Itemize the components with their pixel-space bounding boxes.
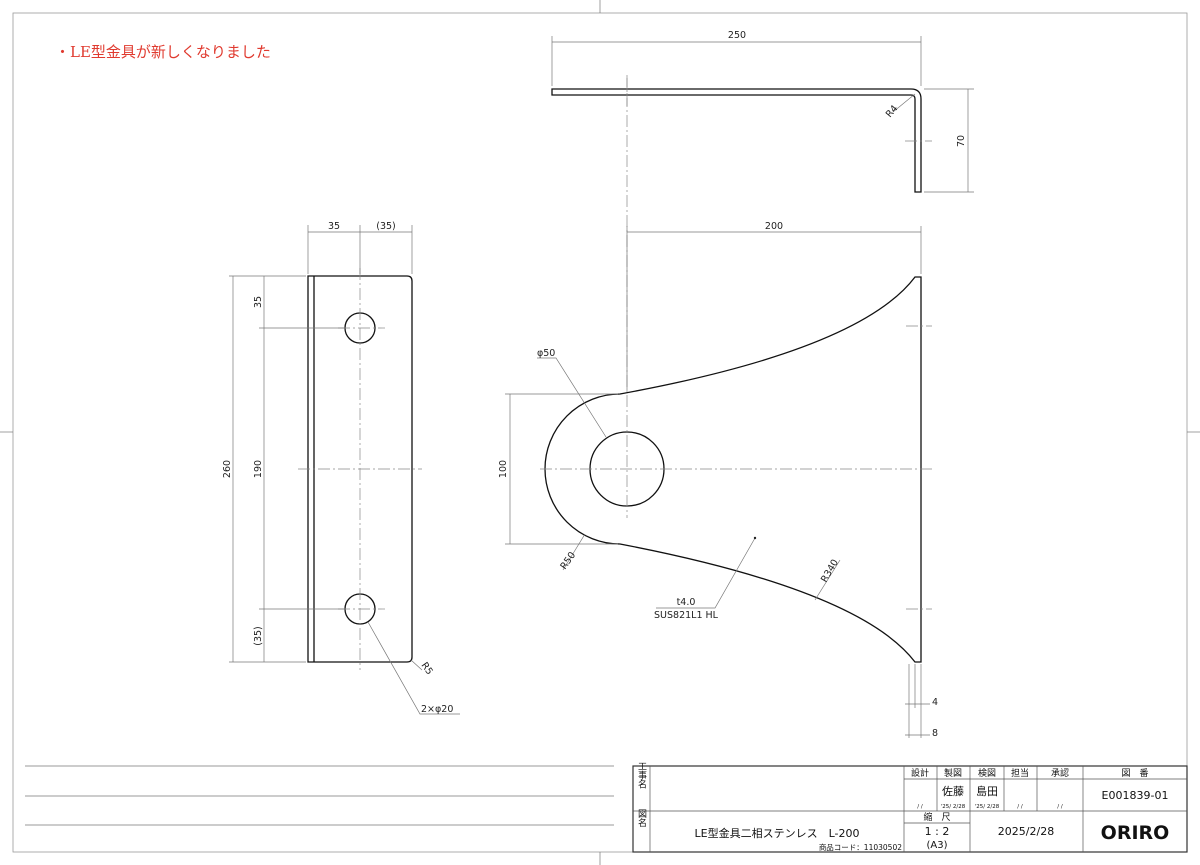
drawing-title: LE型金具二相ステンレス L-200 [695, 826, 860, 840]
dim-190: 190 [253, 460, 264, 478]
drawing-border [12, 12, 1188, 853]
role-check: 検図 [978, 767, 996, 779]
drafter-name: 佐藤 [942, 784, 964, 798]
thickness-label: t4.0 [677, 597, 696, 608]
revision-lines [25, 765, 614, 826]
dim-r50: R50 [558, 550, 578, 572]
dim-35-paren: (35) [376, 221, 396, 232]
role-drafting: 製図 [944, 767, 962, 779]
project-label: 工事名 [636, 762, 647, 790]
date-charge: / / [1017, 804, 1023, 810]
dim-r340: R340 [819, 558, 841, 585]
role-approval: 承認 [1051, 767, 1069, 779]
dim-100: 100 [498, 460, 509, 478]
drawing-number: E001839-01 [1102, 789, 1169, 802]
date-check: '25/ 2/28 [975, 804, 1000, 810]
company-logo: ORIRO [1101, 822, 1170, 844]
product-code: 商品コード：11030502 [819, 842, 902, 852]
dim-200: 200 [765, 221, 783, 232]
dim-4: 4 [932, 697, 938, 708]
top-view: 250 70 R4 [551, 30, 974, 193]
drawing-label: 図名 [636, 809, 647, 828]
role-charge: 担当 [1011, 767, 1029, 779]
checker-name: 島田 [976, 784, 998, 798]
scale-label: 縮 尺 [923, 811, 950, 823]
drawing-number-label: 図 番 [1121, 767, 1148, 779]
dim-r5: R5 [419, 660, 435, 677]
dim-70: 70 [956, 135, 967, 147]
role-design: 設計 [911, 767, 929, 779]
paper-size: (A3) [926, 840, 947, 851]
scale-value: 1 : 2 [925, 825, 950, 838]
dim-8: 8 [932, 728, 938, 739]
dim-r4: R4 [884, 103, 901, 120]
front-view: 200 100 φ50 R50 R340 t4.0 SUS821L1 HL 4 … [498, 75, 938, 739]
update-note: ・LE型金具が新しくなりました [55, 43, 271, 61]
dim-holes: 2×φ20 [421, 704, 453, 715]
dim-260: 260 [222, 460, 233, 478]
title-block: 工事名 図名 設計 製図 検図 担当 承認 図 番 佐藤 島田 / / '25/… [632, 762, 1188, 853]
material-label: SUS821L1 HL [654, 610, 719, 621]
dim-phi50: φ50 [537, 348, 555, 359]
side-view: 35 (35) 260 190 35 (35) R5 2×φ20 [222, 221, 460, 715]
dim-35-left-paren: (35) [253, 626, 264, 646]
issue-date: 2025/2/28 [998, 825, 1054, 838]
date-drafting: '25/ 2/28 [941, 804, 966, 810]
date-design: / / [917, 804, 923, 810]
dim-35-left: 35 [253, 296, 264, 308]
date-approval: / / [1057, 804, 1063, 810]
dim-250: 250 [728, 30, 746, 41]
dim-35-top: 35 [328, 221, 340, 232]
